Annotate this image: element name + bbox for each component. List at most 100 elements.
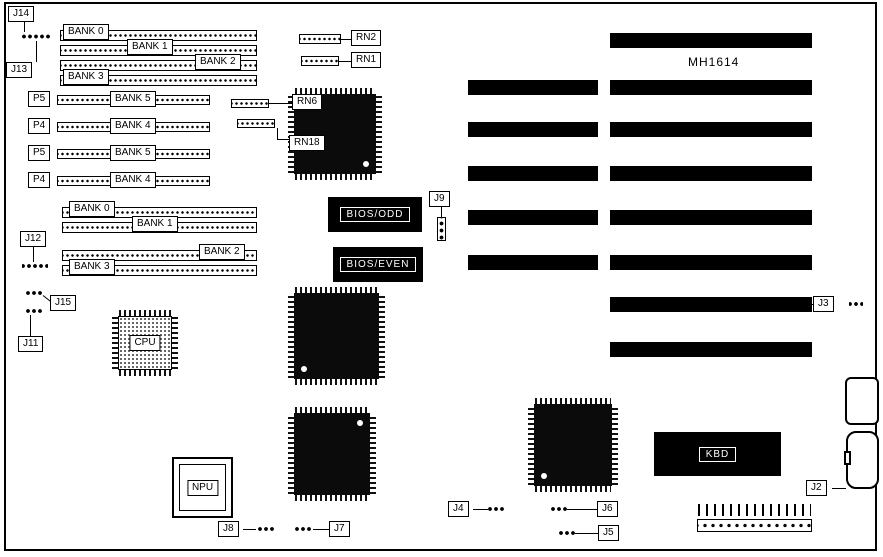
jumper-label-j12: J12 — [20, 231, 47, 247]
jumper-label-j14: J14 — [8, 6, 35, 22]
bios-even-label: BIOS/EVEN — [339, 257, 417, 272]
power-connector — [845, 377, 879, 425]
bank-label-top-0: BANK 0 — [63, 24, 109, 40]
connector-j9 — [437, 217, 446, 241]
chip-pins-right — [612, 405, 618, 485]
board-outline — [4, 2, 877, 551]
resistor-network-rn6 — [231, 99, 269, 108]
board-model-label: MH1614 — [688, 55, 740, 69]
chip-pins-right — [376, 95, 382, 173]
leader-line-j12 — [33, 247, 34, 262]
chip-body — [534, 404, 612, 486]
chip-pins-bottom — [295, 174, 375, 180]
p-label-row-4: P4 — [28, 172, 51, 188]
jumper-label-j15: J15 — [50, 295, 77, 311]
isa-slot-right-2 — [610, 80, 812, 95]
rn-label-rn6: RN6 — [292, 94, 323, 110]
p-label-row-1: P5 — [28, 91, 51, 107]
connector-j12 — [22, 262, 48, 270]
leader-line-j3 — [810, 304, 814, 305]
cpu-pins-right — [172, 317, 178, 369]
simm-socket-top-3 — [60, 60, 257, 71]
bank-label-mid-4: BANK 4 — [110, 172, 156, 188]
leader-line-rn18-v — [277, 128, 278, 140]
kbd-controller-chip: KBD — [654, 432, 781, 476]
isa-slot-right-7 — [610, 297, 812, 312]
bank-label-lower-1: BANK 1 — [132, 216, 178, 232]
jumper-label-j11: J11 — [18, 336, 44, 352]
bank-label-mid-2: BANK 4 — [110, 118, 156, 134]
bank-label-lower-0: BANK 0 — [69, 201, 115, 217]
rn-label-rn1: RN1 — [351, 52, 382, 68]
leader-line-rn1 — [339, 61, 351, 62]
jumper-label-j8: J8 — [218, 521, 239, 537]
chip-pins-top — [295, 287, 378, 293]
resistor-network-rn2 — [299, 34, 341, 44]
leader-line-j7 — [313, 529, 329, 530]
chip-pins-left — [528, 405, 534, 485]
isa-slot-left-2 — [468, 122, 598, 137]
simm-socket-lower-4 — [62, 265, 257, 276]
isa-slot-right-3 — [610, 122, 812, 137]
jumper-label-j5: J5 — [598, 525, 619, 541]
chip-pins-right — [379, 294, 385, 378]
bank-label-mid-3: BANK 5 — [110, 145, 156, 161]
bank-label-lower-2: BANK 2 — [199, 244, 245, 260]
chip-pin1-dot — [541, 473, 547, 479]
cpu-pin-fringe — [112, 310, 178, 376]
connector-j3 — [849, 300, 863, 308]
bank-label-mid-1: BANK 5 — [110, 91, 156, 107]
chip-body — [294, 293, 379, 379]
chip-pins-bottom — [535, 486, 611, 492]
bank-label-top-1: BANK 1 — [127, 39, 173, 55]
npu-socket: NPU — [172, 457, 233, 518]
resistor-network-rn1 — [301, 56, 339, 66]
jumper-label-j9: J9 — [429, 191, 450, 207]
jumper-label-j3: J3 — [813, 296, 834, 312]
chip-pins-top — [295, 407, 369, 413]
isa-slot-left-1 — [468, 80, 598, 95]
connector-j5 — [559, 529, 575, 537]
cpu-pins-top — [119, 310, 171, 316]
jumper-label-j2: J2 — [806, 480, 827, 496]
chip-qfp-lower — [288, 407, 376, 501]
bank-label-top-2: BANK 2 — [195, 54, 241, 70]
leader-line-j14 — [24, 22, 25, 32]
edge-connector-holes — [697, 519, 812, 532]
connector-j15 — [24, 289, 44, 297]
isa-slot-right-8 — [610, 342, 812, 357]
leader-line-rn2 — [341, 39, 351, 40]
resistor-network-rn18 — [237, 119, 275, 128]
rn-label-rn2: RN2 — [351, 30, 382, 46]
leader-line-j11 — [30, 315, 31, 336]
chip-body — [294, 413, 370, 495]
rn-label-rn18: RN18 — [289, 135, 325, 151]
leader-line-j8 — [243, 529, 256, 530]
isa-slot-right-6 — [610, 255, 812, 270]
chip-pins-top — [295, 88, 375, 94]
leader-line-j9 — [441, 207, 442, 217]
bios-even-chip: BIOS/EVEN — [333, 247, 423, 282]
din-notch — [844, 451, 851, 465]
isa-slot-right-5 — [610, 210, 812, 225]
bank-label-top-3: BANK 3 — [63, 69, 109, 85]
chip-pin1-dot — [301, 366, 307, 372]
leader-line-rn18-h — [277, 139, 290, 140]
edge-connector — [697, 504, 812, 532]
jumper-label-j4: J4 — [448, 501, 469, 517]
bios-odd-label: BIOS/ODD — [339, 207, 411, 222]
chip-pin1-dot — [363, 161, 369, 167]
isa-slot-right-4 — [610, 166, 812, 181]
leader-line-j5 — [575, 533, 598, 534]
npu-socket-inner — [179, 464, 226, 511]
leader-line-j6 — [567, 509, 597, 510]
chip-pins-bottom — [295, 379, 378, 385]
leader-line-j2 — [832, 488, 846, 489]
edge-connector-pins — [698, 504, 811, 516]
chip-pins-bottom — [295, 495, 369, 501]
chip-qfp-right — [528, 398, 618, 492]
cpu-label: CPU — [129, 335, 161, 351]
keyboard-din-connector — [844, 431, 879, 489]
bank-label-lower-3: BANK 3 — [69, 259, 115, 275]
